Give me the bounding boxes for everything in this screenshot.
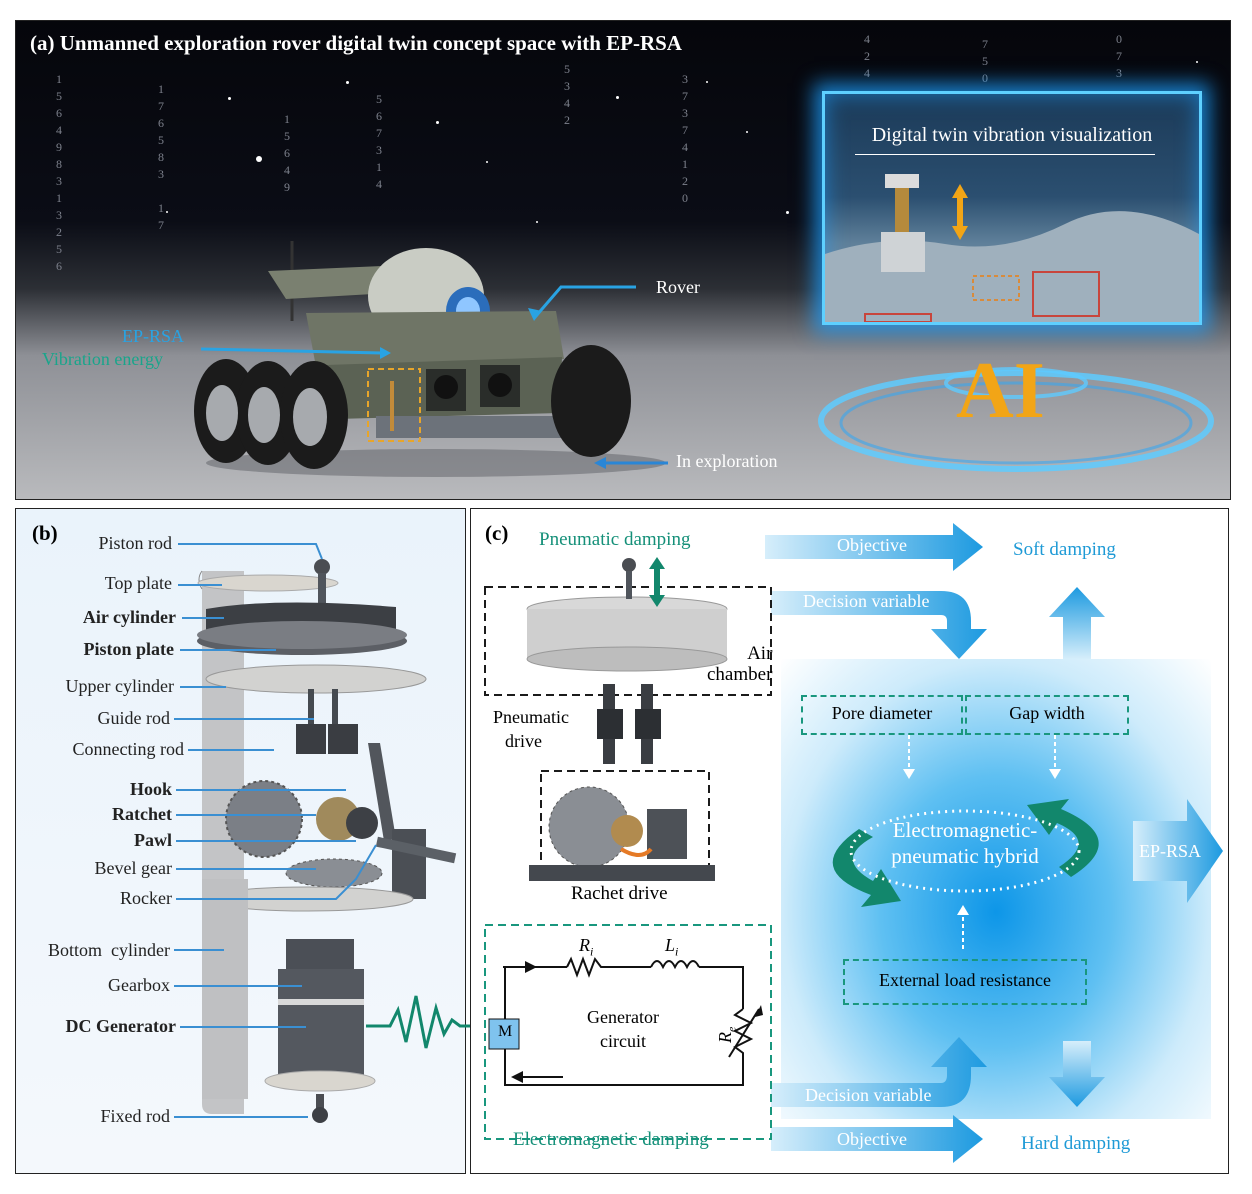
panel-b-tag: (b) (32, 521, 58, 545)
digit-rain: 1 7 6 5 8 3 1 7 (158, 82, 164, 232)
soft-damping-label: Soft damping (1013, 539, 1116, 560)
digit-rain: 3 7 3 7 4 1 2 0 (682, 72, 688, 205)
air-chamber-label: Air chamber (707, 643, 772, 685)
label-piston-plate: Piston plate (83, 639, 174, 659)
twin-title-rule (855, 154, 1155, 155)
ep-rsa-label: EP-RSA (1139, 841, 1202, 861)
motor-icon: M (498, 1023, 513, 1040)
panel-c: (c) Pneumatic damping (470, 508, 1229, 1174)
twin-title: Digital twin vibration visualization (871, 124, 1153, 146)
pneumatic-drive-line1: Pneumatic (493, 707, 569, 727)
load-re-label: Re (715, 1026, 739, 1043)
rover-illustration (194, 241, 666, 477)
generator-circuit-line2: circuit (599, 1031, 646, 1051)
rachet-drive-label: Rachet drive (571, 883, 668, 904)
label-upper-cylinder: Upper cylinder (65, 676, 174, 696)
pore-diameter-label: Pore diameter (831, 703, 933, 723)
external-load-box (843, 959, 1087, 1005)
external-load-label: External load resistance (879, 970, 1051, 990)
panel-a-leaders (200, 285, 668, 469)
generator-circuit-line1: Generator (587, 1007, 659, 1027)
electromagnetic-damping-label: Electromagnetic damping (513, 1129, 709, 1150)
label-gearbox: Gearbox (108, 975, 170, 995)
label-connecting-rod: Connecting rod (72, 739, 184, 759)
generator-circuit-label: Generator circuit (587, 1005, 659, 1053)
label-top-plate: Top plate (104, 573, 172, 593)
epsa-label: EP-RSA (122, 326, 185, 346)
pneumatic-drive-line2: drive (505, 731, 542, 751)
digit-rain: 5 6 7 3 1 4 (376, 92, 382, 191)
label-piston-rod: Piston rod (98, 533, 172, 553)
gap-width-box (965, 695, 1129, 735)
twin-scene (825, 174, 1199, 322)
exploration-label: In exploration (676, 451, 778, 471)
inductor-li-label: Li (665, 935, 679, 959)
air-chamber-line1: Air (747, 643, 773, 664)
label-rocker: Rocker (120, 888, 172, 908)
hybrid-line2: pneumatic hybrid (891, 844, 1039, 868)
digital-twin-panel: Digital twin vibration visualization (822, 91, 1202, 325)
label-dc-generator: DC Generator (65, 1016, 176, 1036)
hybrid-line1: Electromagnetic- (892, 818, 1038, 842)
objective-top-label: Objective (837, 535, 907, 555)
rover-label: Rover (656, 277, 700, 297)
ai-rings (818, 367, 1214, 472)
objective-bottom-label: Objective (837, 1129, 907, 1149)
label-hook: Hook (129, 779, 172, 799)
decision-bottom-label: Decision variable (805, 1085, 932, 1105)
label-ratchet: Ratchet (112, 804, 172, 824)
digit-rain: 7 5 0 (982, 37, 988, 85)
ep-rsa-assembly (174, 543, 457, 1123)
panel-a: (a) Unmanned exploration rover digital t… (15, 20, 1231, 500)
air-chamber-line2: chamber (707, 664, 773, 685)
hybrid-glow (781, 659, 1211, 1119)
pneumatic-damping-label: Pneumatic damping (539, 529, 691, 550)
ai-label: AI (956, 347, 1045, 435)
signal-wave (366, 995, 486, 1049)
panel-c-tag: (c) (485, 521, 509, 545)
label-bevel-gear: Bevel gear (94, 858, 172, 878)
gap-width-label: Gap width (1009, 703, 1085, 723)
hard-damping-label: Hard damping (1021, 1133, 1131, 1154)
hybrid-label: Electromagnetic- pneumatic hybrid (851, 817, 1079, 869)
label-pawl: Pawl (134, 830, 172, 850)
resistor-ri-label: Ri (579, 935, 594, 959)
panel-a-title: (a) Unmanned exploration rover digital t… (30, 31, 682, 55)
decision-top-label: Decision variable (803, 591, 930, 611)
digit-rain: 4 2 4 (864, 32, 870, 80)
digit-rain: 1 5 6 4 9 (284, 112, 290, 194)
panel-c-diagram (484, 523, 1223, 1163)
vibration-label: Vibration energy (42, 349, 164, 369)
label-guide-rod: Guide rod (97, 708, 170, 728)
digit-rain: 0 7 3 (1116, 32, 1122, 80)
pore-diameter-box (801, 695, 963, 735)
label-fixed-rod: Fixed rod (100, 1106, 171, 1126)
pneumatic-drive-label: Pneumatic drive (493, 705, 569, 753)
label-air-cylinder: Air cylinder (82, 607, 176, 627)
label-bottom-cylinder: Bottom cylinder (48, 940, 170, 960)
digit-rain: 5 3 4 2 (564, 62, 570, 127)
digit-rain: 1 5 6 4 9 8 3 1 3 2 5 6 (56, 72, 62, 273)
panel-b: (b) (15, 508, 466, 1174)
